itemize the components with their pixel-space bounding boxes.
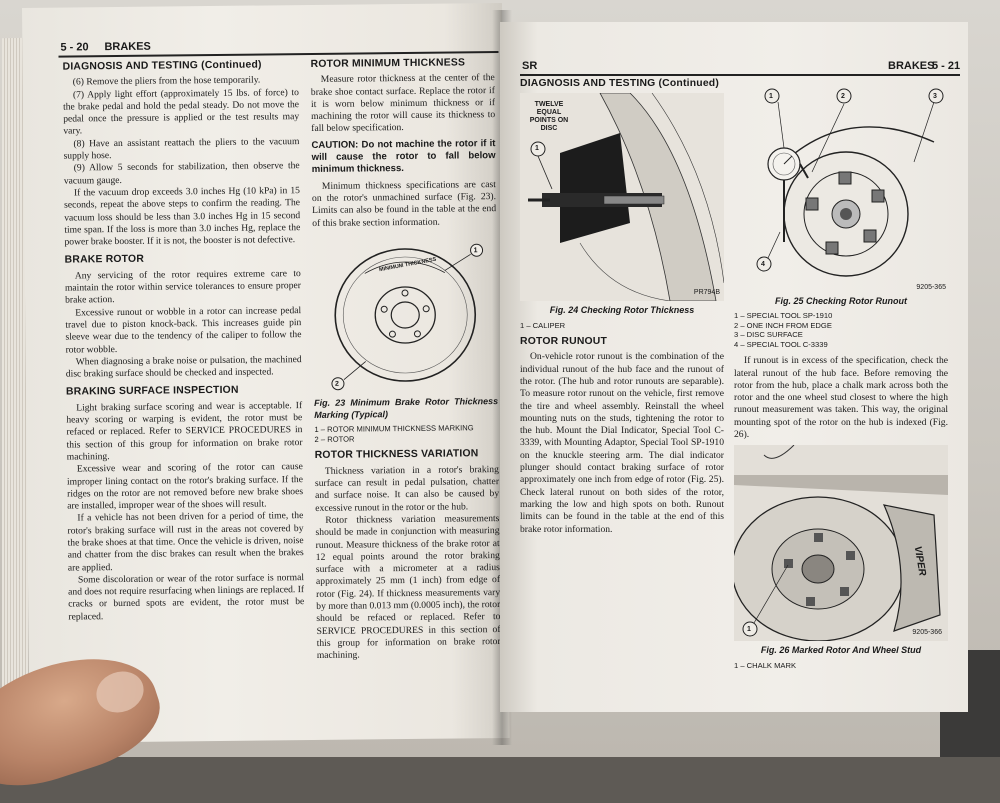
figure-24-caption: Fig. 24 Checking Rotor Thickness bbox=[549, 305, 695, 316]
paragraph: (8) Have an assistant reattach the plier… bbox=[63, 135, 300, 162]
paragraph: Excessive runout or wobble in a rotor ca… bbox=[65, 304, 302, 356]
figure-26-code: 9205-366 bbox=[912, 629, 942, 637]
right-header-model: SR bbox=[522, 60, 538, 72]
right-section-title: DIAGNOSIS AND TESTING (Continued) bbox=[520, 78, 720, 89]
right-header-section: BRAKES bbox=[888, 60, 935, 72]
left-section-title: DIAGNOSIS AND TESTING (Continued) bbox=[62, 59, 262, 73]
paragraph: (7) Apply light effort (approximately 15… bbox=[62, 86, 300, 138]
twelve-points-label: TWELVE EQUAL POINTS ON DISC bbox=[529, 101, 569, 133]
right-column-2: 1 2 3 4 9205-365 Fig. 25 Checking Rotor … bbox=[731, 82, 948, 670]
paragraph: Light braking surface scoring and wear i… bbox=[66, 399, 303, 463]
heading-thickness-variation: ROTOR THICKNESS VARIATION bbox=[314, 448, 479, 462]
figure-23-legend-2: 2 – ROTOR bbox=[314, 434, 355, 444]
paragraph: Minimum thickness specifications are cas… bbox=[311, 178, 497, 229]
paragraph: When diagnosing a brake noise or pulsati… bbox=[65, 353, 302, 380]
paragraph: If the vacuum drop exceeds 3.0 inches Hg… bbox=[64, 185, 301, 248]
callout-1: 1 bbox=[747, 626, 751, 634]
figure-25-legend-1: 1 – SPECIAL TOOL SP-1910 bbox=[734, 311, 833, 321]
figure-25-code: 9205-365 bbox=[916, 283, 946, 291]
caution-note: CAUTION: Do not machine the rotor if it … bbox=[311, 137, 496, 176]
rotor-thickness-marking-illustration bbox=[331, 243, 484, 391]
callout-2: 2 bbox=[841, 93, 845, 100]
checking-rotor-thickness-illustration bbox=[520, 92, 725, 302]
paragraph: Excessive wear and scoring of the rotor … bbox=[66, 461, 304, 512]
left-page-number: 5 - 20 bbox=[60, 41, 89, 54]
right-column-1: DIAGNOSIS AND TESTING (Continued) 1 TWEL… bbox=[520, 78, 725, 536]
paragraph: If a vehicle has not been driven for a p… bbox=[67, 510, 304, 574]
marked-rotor-wheel-stud-illustration bbox=[731, 445, 948, 643]
callout-1: 1 bbox=[473, 247, 478, 255]
figure-23-legend-1: 1 – ROTOR MINIMUM THICKNESS MARKING bbox=[314, 423, 474, 435]
figure-25: 1 2 3 4 9205-365 bbox=[734, 82, 948, 292]
checking-rotor-runout-illustration bbox=[756, 88, 944, 277]
left-page: 5 - 20 BRAKES DIAGNOSIS AND TESTING (Con… bbox=[22, 2, 510, 743]
figure-24-code: PR794B bbox=[693, 289, 720, 296]
right-header-rule bbox=[520, 74, 960, 76]
figure-26: 1 VIPER 9205-366 bbox=[731, 445, 948, 643]
paragraph: (9) Allow 5 seconds for stabilization, t… bbox=[63, 160, 300, 187]
figure-24-legend-1: 1 – CALIPER bbox=[520, 320, 566, 330]
callout-2: 2 bbox=[334, 380, 339, 388]
paragraph: On-vehicle rotor runout is the combinati… bbox=[520, 351, 724, 535]
callout-4: 4 bbox=[761, 261, 765, 268]
heading-brake-rotor: BRAKE ROTOR bbox=[64, 254, 145, 267]
left-column-1: DIAGNOSIS AND TESTING (Continued) (6) Re… bbox=[63, 59, 305, 624]
callout-1: 1 bbox=[535, 145, 539, 153]
figure-25-legend-3: 3 – DISC SURFACE bbox=[734, 330, 803, 340]
figure-25-legend-4: 4 – SPECIAL TOOL C-3339 bbox=[734, 339, 828, 349]
left-page-section: BRAKES bbox=[104, 40, 151, 54]
paragraph: Thickness variation in a rotor's braking… bbox=[314, 463, 500, 514]
paragraph: Some discoloration or wear of the rotor … bbox=[68, 571, 305, 623]
callout-1: 1 bbox=[769, 93, 773, 100]
figure-25-legend-2: 2 – ONE INCH FROM EDGE bbox=[734, 320, 832, 330]
figure-23-caption: Fig. 23 Minimum Brake Rotor Thickness Ma… bbox=[314, 395, 499, 421]
paragraph: Rotor thickness variation measurements s… bbox=[315, 512, 501, 662]
heading-rotor-runout: ROTOR RUNOUT bbox=[520, 336, 608, 348]
figure-25-caption: Fig. 25 Checking Rotor Runout bbox=[775, 296, 907, 306]
figure-26-caption: Fig. 26 Marked Rotor And Wheel Stud bbox=[760, 645, 922, 656]
paragraph: Any servicing of the rotor requires extr… bbox=[64, 267, 301, 306]
callout-3: 3 bbox=[933, 93, 937, 100]
left-column-2: ROTOR MINIMUM THICKNESS Measure rotor th… bbox=[311, 57, 501, 662]
heading-min-thickness: ROTOR MINIMUM THICKNESS bbox=[310, 57, 466, 70]
figure-23: MINIMUM THICKNESS 1 2 bbox=[312, 232, 498, 394]
paragraph: Measure rotor thickness at the center of… bbox=[310, 72, 496, 135]
heading-braking-surface: BRAKING SURFACE INSPECTION bbox=[65, 385, 239, 398]
figure-24: 1 TWELVE EQUAL POINTS ON DISC PR794B bbox=[520, 92, 725, 302]
paragraph: If runout is in excess of the specificat… bbox=[734, 355, 948, 441]
right-page: SR BRAKES 5 - 21 DIAGNOSIS AND TESTING (… bbox=[500, 22, 968, 712]
figure-26-legend-1: 1 – CHALK MARK bbox=[734, 660, 797, 670]
right-page-number: 5 - 21 bbox=[932, 60, 961, 72]
